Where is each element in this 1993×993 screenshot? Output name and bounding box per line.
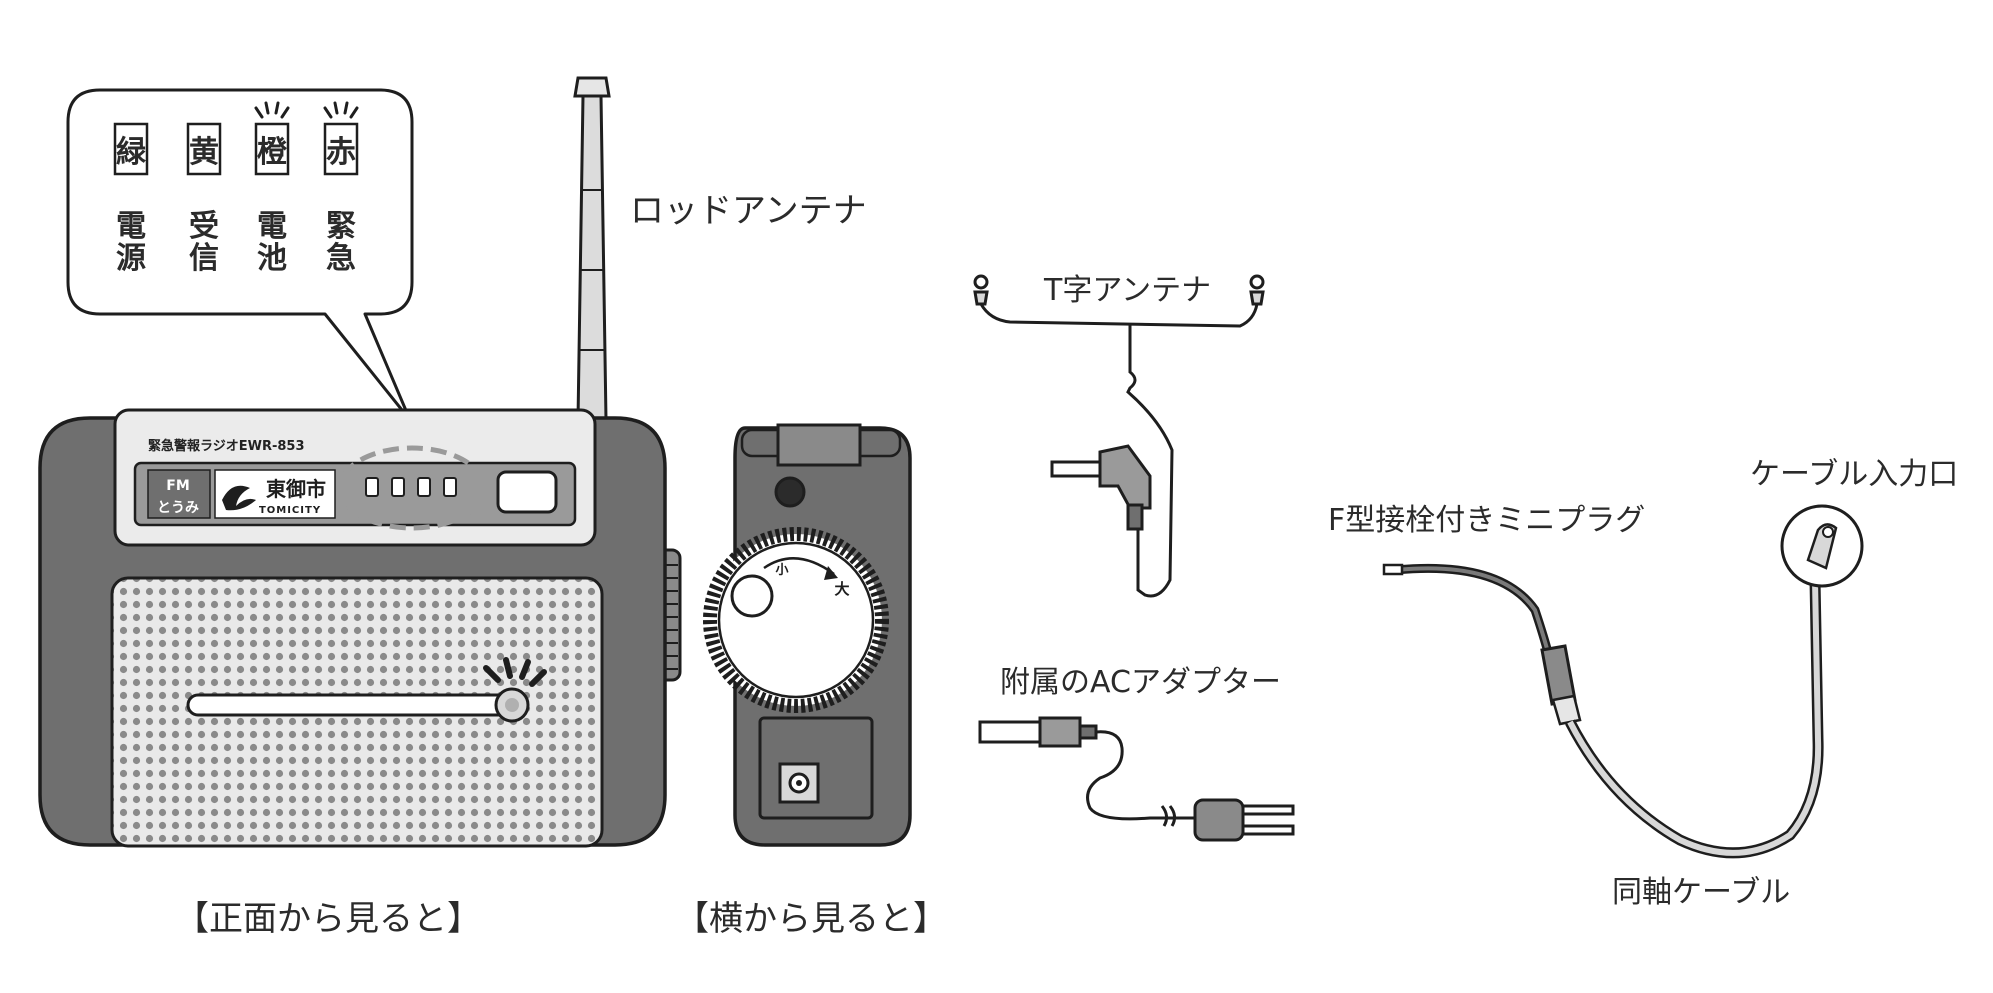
svg-text:とうみ: とうみ	[157, 500, 199, 516]
indicator-function-label: 電	[257, 209, 287, 244]
indicator-color-label: 橙	[257, 135, 288, 170]
indicator-function-label: 受	[189, 209, 219, 244]
f-plug-label: F型接栓付きミニプラグ	[1328, 503, 1645, 538]
ac-adapter-label: 附属のACアダプター	[1000, 665, 1281, 700]
radio-front-view: 緊急警報ラジオEWR-853 FM とうみ 東御市 TOMICITY	[38, 408, 682, 848]
indicator-lamps	[365, 477, 457, 497]
indicator-function-label: 信	[189, 241, 219, 276]
svg-text:FM: FM	[166, 478, 190, 494]
rod-antenna	[573, 76, 611, 422]
city-logo: 東御市 TOMICITY	[214, 469, 336, 519]
t-antenna	[973, 274, 1265, 598]
radio-side-view: 小 大	[703, 423, 912, 847]
side-view-caption: 【横から見ると】	[675, 899, 947, 939]
model-name: 緊急警報ラジオEWR-853	[148, 438, 305, 454]
indicator-function-label: 緊	[326, 209, 356, 244]
t-antenna-label: T字アンテナ	[1043, 273, 1211, 308]
indicator-color-label: 赤	[326, 135, 356, 170]
blink-icon	[323, 101, 359, 119]
indicator-red: 赤 緊 急	[323, 101, 359, 276]
indicator-yellow: 黄 受 信	[186, 122, 222, 276]
indicator-function-label: 池	[257, 241, 287, 276]
rod-antenna-label: ロッドアンテナ	[630, 191, 867, 231]
indicator-green: 緑 電 源	[113, 122, 149, 276]
city-emblem-icon	[222, 485, 256, 511]
indicator-orange: 橙 電 池	[254, 101, 290, 276]
power-button[interactable]	[496, 470, 558, 514]
earphone-jack[interactable]	[774, 476, 806, 508]
svg-text:小: 小	[775, 563, 788, 578]
front-view-caption: 【正面から見ると】	[175, 899, 481, 939]
indicator-color-label: 黄	[189, 135, 219, 170]
indicator-function-label: 急	[326, 241, 356, 276]
fm-logo: FM とうみ	[147, 469, 211, 519]
blink-icon	[254, 101, 290, 119]
cable-input-label: ケーブル入力口	[1750, 457, 1958, 492]
blink-icon	[483, 657, 547, 687]
clip	[776, 423, 862, 467]
indicator-function-label: 電	[116, 209, 146, 244]
indicator-function-label: 源	[116, 241, 146, 276]
led-light-bar	[186, 693, 520, 717]
ac-adapter	[978, 716, 1295, 842]
indicator-highlight-ring	[337, 445, 487, 531]
dc-input-jack[interactable]	[778, 762, 820, 804]
volume-dial[interactable]: 小 大	[703, 527, 889, 713]
svg-text:東御市: 東御市	[266, 477, 326, 501]
indicator-legend: 緑 電 源 黄 受 信 橙 電 池	[113, 101, 359, 276]
svg-text:大: 大	[834, 580, 849, 598]
coax-cable-label: 同軸ケーブル	[1612, 875, 1790, 910]
indicator-color-label: 緑	[116, 135, 147, 170]
svg-text:TOMICITY: TOMICITY	[259, 505, 321, 516]
coax-cable-assembly	[1382, 504, 1864, 859]
